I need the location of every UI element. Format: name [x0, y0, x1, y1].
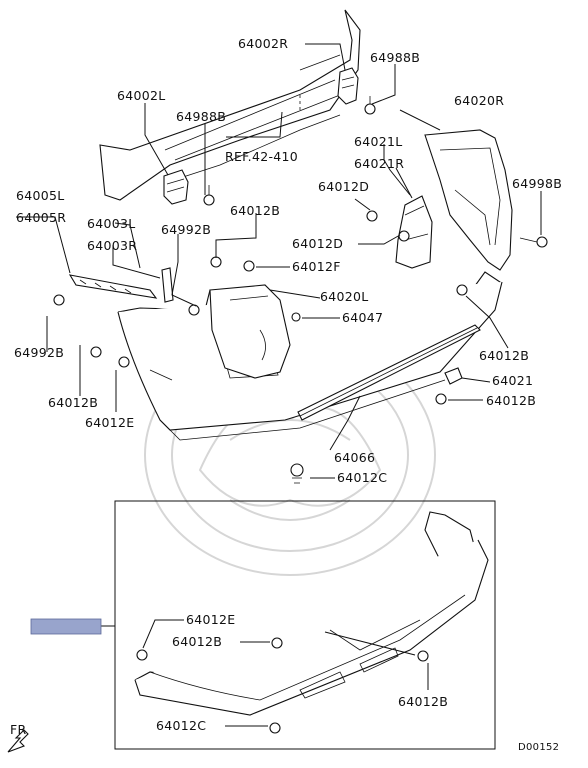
retainer-64005	[68, 274, 158, 299]
bracket-64002r	[337, 67, 359, 105]
label-64020l: 64020L	[320, 289, 369, 304]
diagram-code: D00152	[518, 742, 559, 753]
label-64012b-3: 64012B	[486, 393, 536, 408]
label-64012d-1: 64012D	[318, 179, 369, 194]
inset-label-64012b-1: 64012B	[172, 634, 222, 649]
label-64012f: 64012F	[292, 259, 341, 274]
label-64012e: 64012E	[85, 415, 134, 430]
label-64066: 64066	[334, 450, 375, 465]
highlight-swatch	[30, 618, 102, 635]
bracket-64002l	[163, 169, 189, 205]
moulding-64066	[297, 324, 481, 421]
label-64992b-top: 64992B	[161, 222, 211, 237]
leader-lines	[16, 43, 542, 479]
clip-set	[90, 210, 468, 484]
label-64012d-2: 64012D	[292, 236, 343, 251]
body-frame-reference	[99, 9, 361, 201]
cover-64021	[444, 367, 463, 385]
bolt-64998b	[519, 236, 548, 248]
plug-64047	[291, 312, 301, 322]
label-64012c-1: 64012C	[337, 470, 387, 485]
label-64005r: 64005R	[16, 210, 66, 225]
label-64002r: 64002R	[238, 36, 288, 51]
label-64021l: 64021L	[354, 134, 403, 149]
bolt-64988b-mid	[203, 185, 215, 206]
label-64021: 64021	[492, 373, 533, 388]
label-64003r: 64003R	[87, 238, 137, 253]
inset-frame	[114, 500, 496, 750]
label-64012b-left: 64012B	[48, 395, 98, 410]
inset-label-64012e: 64012E	[186, 612, 235, 627]
bolt-64988b-top	[364, 96, 376, 115]
label-64003l: 64003L	[87, 216, 136, 231]
label-64047: 64047	[342, 310, 383, 325]
label-64005l: 64005L	[16, 188, 65, 203]
inset-label-64012c: 64012C	[156, 718, 206, 733]
label-64021r: 64021R	[354, 156, 404, 171]
spacer-64003	[161, 267, 174, 303]
extension-64020r	[424, 129, 513, 271]
inset-leader-lines	[101, 619, 429, 727]
label-64988b-mid: 64988B	[176, 109, 226, 124]
label-64988b-top: 64988B	[370, 50, 420, 65]
label-64002l: 64002L	[117, 88, 166, 103]
front-direction-arrow-icon	[7, 729, 29, 753]
bracket-64021r	[395, 195, 433, 269]
fr-label: FR	[10, 722, 26, 737]
label-64012b-1: 64012B	[230, 203, 280, 218]
label-64012b-2: 64012B	[479, 348, 529, 363]
clip-64992b-left	[53, 294, 65, 306]
label-64020r: 64020R	[454, 93, 504, 108]
label-64998b: 64998B	[512, 176, 562, 191]
inset-label-64012b-2: 64012B	[398, 694, 448, 709]
label-64992b-left: 64992B	[14, 345, 64, 360]
label-ref-42-410: REF.42-410	[225, 149, 298, 164]
lower-bumper-assembly	[134, 511, 489, 734]
